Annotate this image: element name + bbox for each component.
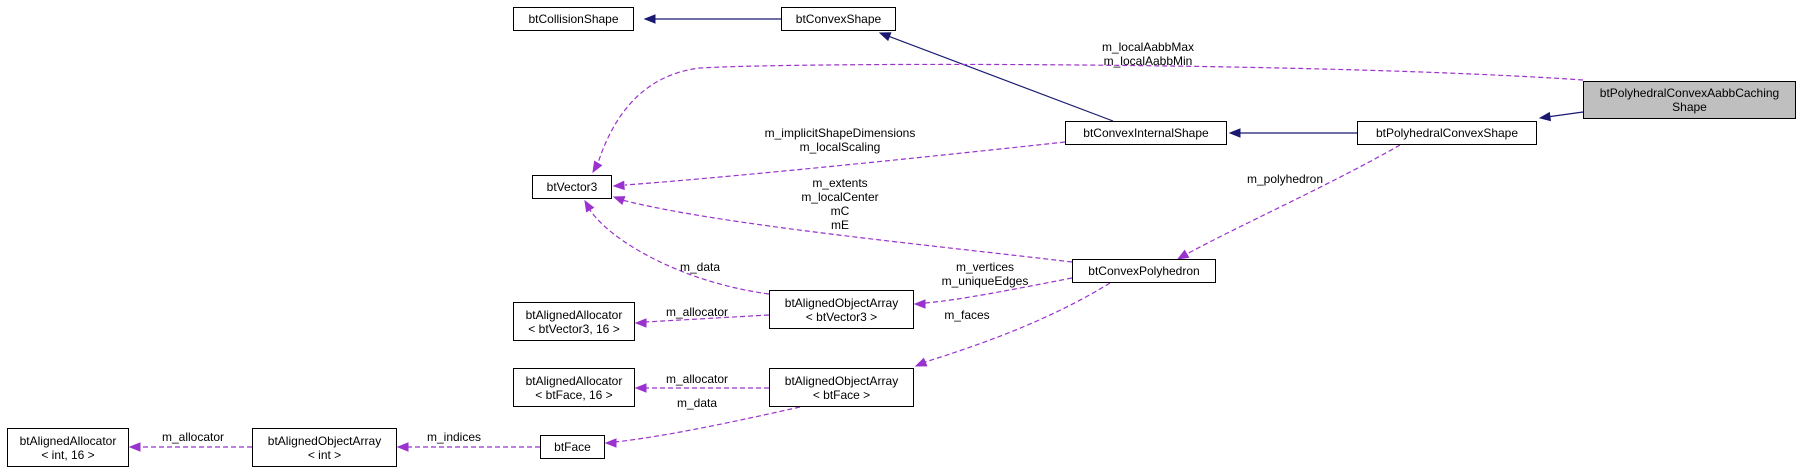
edge-label-line: m_uniqueEdges: [941, 274, 1029, 288]
edge-polyhedral-to-convex-internal: [1228, 128, 1357, 138]
edge-label-array-data-vector3: m_data: [660, 260, 740, 274]
node-label-line: btAlignedAllocator: [525, 307, 623, 322]
edge-label-line: m_allocator: [665, 372, 729, 386]
arrowhead: [1228, 128, 1241, 138]
edge-label-indices-member: m_indices: [414, 430, 494, 444]
node-bt-aligned-object-array-face[interactable]: btAlignedObjectArray< btFace >: [769, 368, 914, 407]
node-label-line: btFace: [554, 440, 591, 454]
node-label-line: Shape: [1672, 100, 1707, 114]
arrowhead: [396, 442, 409, 452]
arrowhead: [913, 299, 926, 309]
node-bt-convex-polyhedron[interactable]: btConvexPolyhedron: [1072, 259, 1216, 283]
arrowhead: [634, 383, 647, 393]
node-label-line: btConvexPolyhedron: [1088, 264, 1200, 278]
edge-label-line: m_polyhedron: [1246, 172, 1324, 186]
edge-array-vector3-to-allocator-vector3: [634, 314, 770, 328]
node-label-line: < btFace, 16 >: [535, 387, 613, 402]
node-label-line: btPolyhedralConvexAabbCaching: [1599, 86, 1780, 100]
node-bt-aligned-object-array-int[interactable]: btAlignedObjectArray< int >: [252, 428, 397, 467]
edge-convex-polyhedron-to-array-vector3: [913, 277, 1073, 309]
edge-implicit-to-vector3: [612, 141, 1066, 191]
edge-label-line: m_localAabbMin: [1103, 54, 1193, 68]
node-label-line: btVector3: [546, 180, 598, 194]
node-label-line: btAlignedAllocator: [525, 373, 623, 388]
arrowhead: [643, 14, 656, 24]
node-label-line: < int, 16 >: [41, 447, 95, 462]
arrowhead: [584, 199, 595, 213]
edge-label-line: m_indices: [426, 430, 482, 444]
node-bt-convex-shape[interactable]: btConvexShape: [781, 7, 896, 31]
arrowhead: [1538, 111, 1552, 122]
arrowhead: [612, 196, 626, 205]
arrowhead: [592, 160, 603, 174]
edge-label-line: m_localAabbMax: [1101, 40, 1195, 54]
edge-label-line: mE: [831, 218, 849, 232]
node-label-line: btCollisionShape: [528, 12, 619, 26]
edge-label-allocator-int: m_allocator: [148, 430, 238, 444]
node-label-line: < btVector3, 16 >: [528, 321, 620, 336]
edge-array-face-to-allocator-face: [634, 383, 769, 393]
edge-label-line: m_allocator: [161, 430, 225, 444]
arrowhead: [128, 442, 141, 452]
edge-face-to-array-int: [396, 442, 540, 452]
edge-convex-shape-to-collision-shape: [643, 14, 781, 24]
node-label-line: < btFace >: [812, 387, 871, 402]
node-label-line: btAlignedAllocator: [19, 433, 117, 448]
node-bt-collision-shape[interactable]: btCollisionShape: [513, 7, 634, 31]
node-label-line: btAlignedObjectArray: [784, 373, 899, 388]
edge-polyhedron-vectors-to-vector3: [612, 196, 1073, 263]
edge-label-line: m_data: [676, 396, 718, 410]
node-bt-aligned-allocator-face[interactable]: btAlignedAllocator< btFace, 16 >: [513, 368, 635, 407]
node-bt-aligned-allocator-int[interactable]: btAlignedAllocator< int, 16 >: [7, 428, 129, 467]
arrowhead: [634, 318, 647, 328]
node-bt-convex-internal-shape[interactable]: btConvexInternalShape: [1065, 121, 1227, 145]
node-bt-polyhedral-convex-shape[interactable]: btPolyhedralConvexShape: [1357, 121, 1537, 145]
node-label-line: btAlignedObjectArray: [784, 295, 899, 310]
edge-label-faces-member: m_faces: [932, 308, 1002, 322]
edge-polyhedral-to-convex-polyhedron: [1176, 144, 1401, 260]
arrowhead: [612, 180, 625, 191]
edge-label-line: m_extents: [812, 176, 868, 190]
node-label-line: < int >: [307, 447, 342, 462]
edge-label-line: m_localCenter: [801, 190, 879, 204]
edge-label-line: m_vertices: [955, 260, 1014, 274]
edge-label-line: m_localScaling: [799, 140, 881, 154]
node-bt-aligned-object-array-vector3[interactable]: btAlignedObjectArray< btVector3 >: [769, 290, 914, 329]
edge-array-int-to-allocator-int: [128, 442, 252, 452]
edge-label-line: m_data: [679, 260, 721, 274]
edge-label-array-data-face: m_data: [657, 396, 737, 410]
edge-label-line: mC: [830, 204, 850, 218]
arrowhead: [604, 438, 617, 448]
edge-convex-polyhedron-to-array-face: [914, 282, 1111, 367]
edge-array-vector3-data-to-vector3: [584, 199, 770, 295]
edge-aabb-caching-to-polyhedral: [1538, 111, 1584, 122]
edge-label-allocator-vector3: m_allocator: [652, 305, 742, 319]
node-label-line: btConvexShape: [795, 12, 882, 26]
edge-aabb-to-vector3: [592, 63, 1584, 174]
node-bt-face[interactable]: btFace: [540, 435, 605, 459]
arrowhead: [914, 357, 928, 367]
node-bt-aligned-allocator-vector3[interactable]: btAlignedAllocator< btVector3, 16 >: [513, 302, 635, 341]
arrowhead: [878, 32, 892, 42]
edge-label-allocator-face: m_allocator: [652, 372, 742, 386]
node-label-line: < btVector3 >: [805, 309, 878, 324]
node-bt-vector3[interactable]: btVector3: [532, 175, 612, 199]
node-label-line: btConvexInternalShape: [1083, 126, 1209, 140]
arrowhead: [1176, 249, 1190, 260]
edge-label-line: m_faces: [944, 308, 990, 322]
node-label-line: btAlignedObjectArray: [267, 433, 382, 448]
edge-label-polyhedron-member: m_polyhedron: [1230, 172, 1340, 186]
node-label-line: btPolyhedralConvexShape: [1375, 126, 1519, 140]
edge-label-line: m_implicitShapeDimensions: [764, 126, 916, 140]
edge-array-face-to-face: [604, 406, 801, 448]
edge-label-line: m_allocator: [665, 305, 729, 319]
edge-convex-internal-to-convex-shape: [878, 32, 1114, 122]
